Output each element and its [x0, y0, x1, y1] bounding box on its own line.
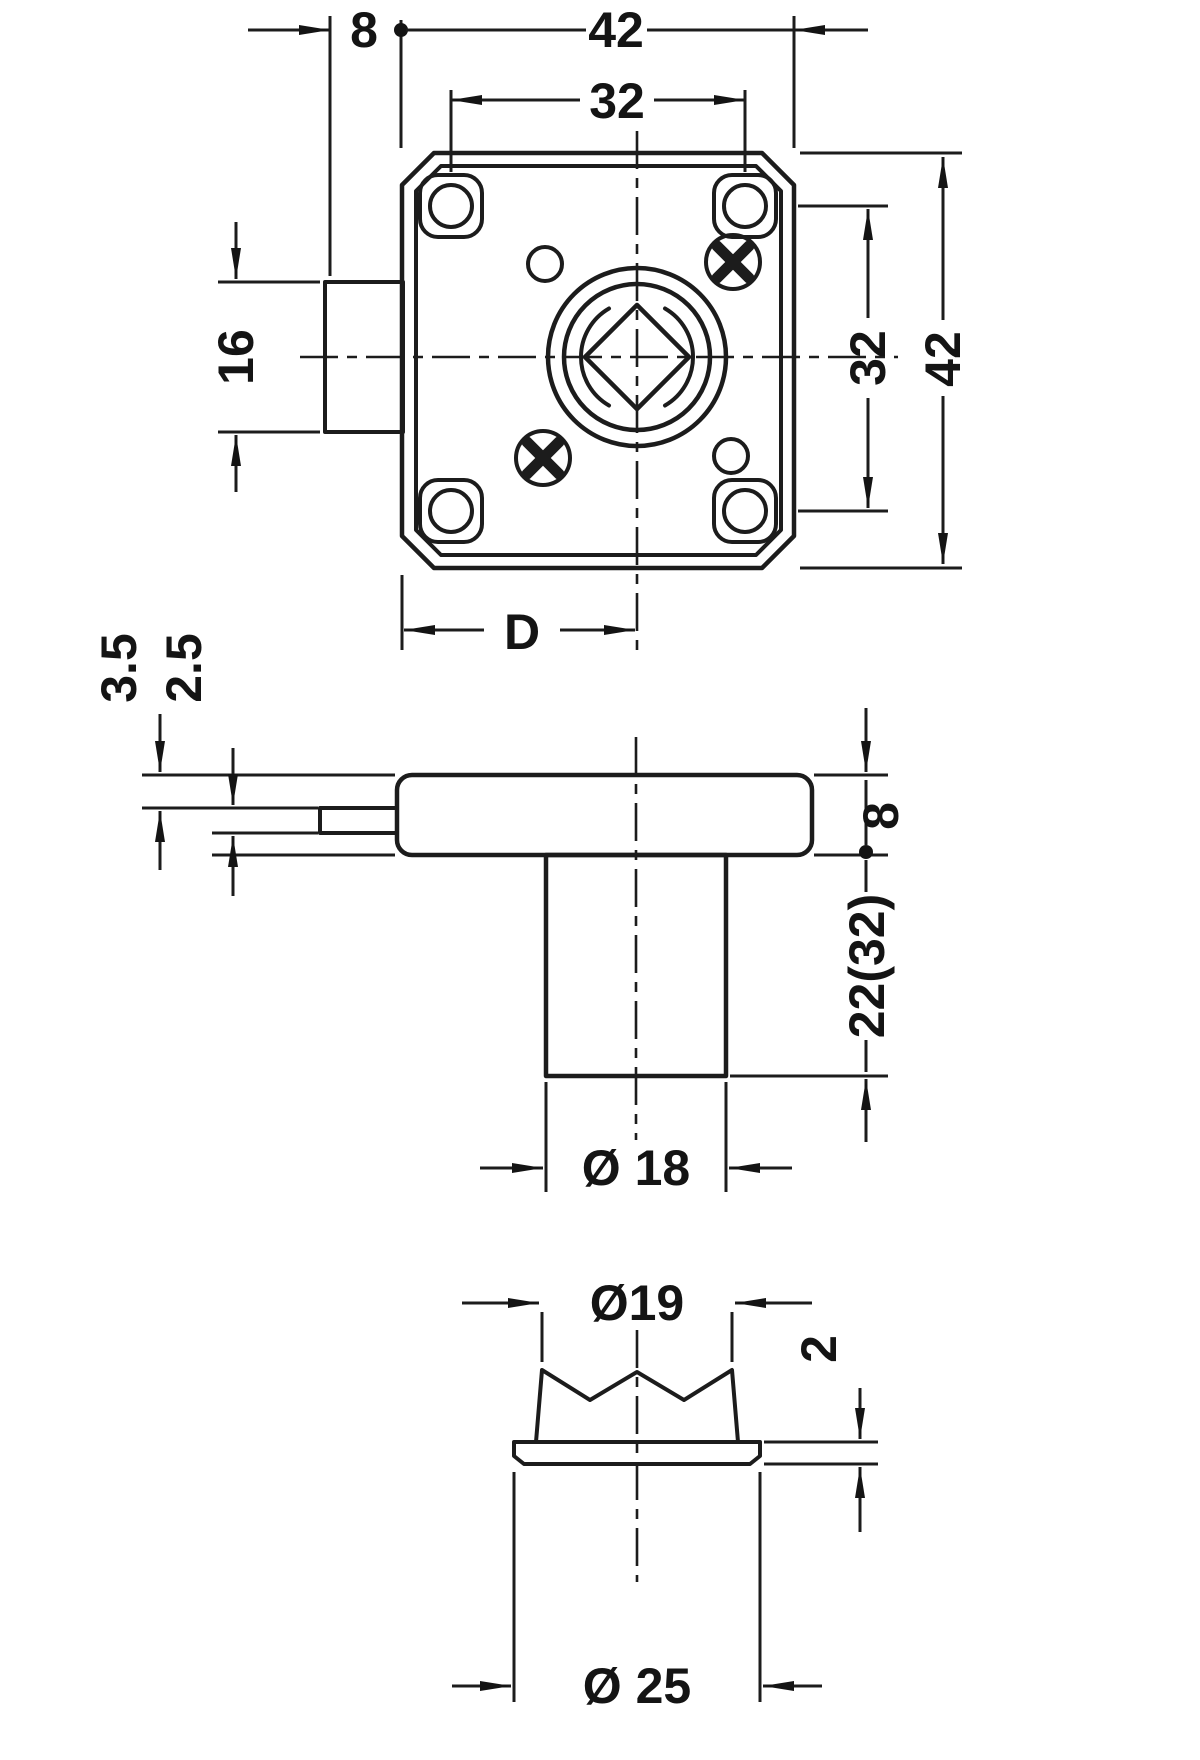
- cylinder-ring-arc: [663, 306, 695, 408]
- dim-3-5-label: 3.5: [91, 633, 147, 703]
- cylinder-ring-arc: [579, 306, 611, 408]
- screw-hole: [712, 437, 750, 475]
- dim-16: 16: [208, 222, 320, 492]
- dim-42-top: 42: [406, 2, 868, 148]
- dim-dia-25-label: Ø 25: [583, 1658, 691, 1714]
- sleeve-serrated-profile: [534, 1368, 740, 1444]
- dim-22-32: 22(32): [839, 860, 895, 1142]
- screw-hole: [526, 245, 564, 283]
- dim-32-top-label: 32: [589, 73, 645, 129]
- corner-hole: [428, 488, 474, 534]
- sleeve-section-view: Ø19 2 Ø 25: [452, 1275, 878, 1714]
- dim-dia-18: Ø 18: [480, 1140, 792, 1196]
- dim-3-5: 3.5: [91, 633, 165, 870]
- dim-dot: [859, 845, 873, 859]
- front-view: 8 42 32 16: [208, 2, 971, 660]
- dim-32-top: 32: [449, 73, 747, 172]
- corner-pad: [418, 173, 484, 239]
- dim-42-right-label: 42: [915, 331, 971, 387]
- dim-2-label: 2: [791, 1335, 847, 1363]
- dim-8-side: 8: [853, 708, 909, 859]
- dim-d-label: D: [504, 604, 540, 660]
- phillips-screw: [514, 429, 572, 487]
- corner-pad: [712, 478, 778, 544]
- screw-head: [704, 233, 762, 291]
- dim-dia-18-label: Ø 18: [582, 1140, 690, 1196]
- dim-2-5-label: 2.5: [156, 633, 212, 703]
- dim-32-right: 32: [798, 204, 896, 513]
- latch-bolt: [323, 280, 405, 434]
- side-extension-lines: [142, 773, 888, 1192]
- dim-32-right-label: 32: [840, 330, 896, 386]
- screw-cross-icon: [711, 240, 755, 284]
- cylinder-housing-side: [543, 852, 729, 1079]
- phillips-screw: [704, 233, 762, 291]
- dim-2-5: 2.5: [156, 633, 238, 896]
- dim-8-label: 8: [350, 2, 378, 58]
- corner-hole: [722, 183, 768, 229]
- sleeve-extension-lines: [512, 1312, 878, 1702]
- dim-2: 2: [791, 1335, 865, 1532]
- cylinder-inner: [561, 281, 713, 433]
- dim-22-32-label: 22(32): [839, 894, 895, 1039]
- dim-16-label: 16: [208, 329, 264, 385]
- dim-42-right: 42: [800, 151, 971, 570]
- lock-body-outer-outline: [399, 150, 797, 571]
- screw-head: [514, 429, 572, 487]
- dim-dia-19-label: Ø19: [590, 1275, 685, 1331]
- corner-fixing-holes: [418, 173, 778, 544]
- square-spindle-hole: [582, 302, 692, 412]
- screw-cross-icon: [521, 436, 565, 480]
- side-view: 3.5 2.5 8 22(32) Ø 18: [91, 633, 909, 1196]
- dim-42-top-label: 42: [588, 2, 644, 58]
- lock-cylinder: [545, 265, 729, 449]
- corner-pad: [418, 478, 484, 544]
- dim-backset-d: D: [400, 575, 635, 660]
- dim-8-side-label: 8: [853, 802, 909, 830]
- corner-hole: [428, 183, 474, 229]
- dim-dia-25: Ø 25: [452, 1658, 822, 1714]
- dim-8-front: 8: [248, 2, 408, 276]
- cylinder-outer: [545, 265, 729, 449]
- latch-bolt-side: [318, 806, 399, 835]
- corner-hole: [722, 488, 768, 534]
- lock-plate-side: [394, 772, 815, 858]
- sleeve-flange: [512, 1440, 762, 1466]
- dim-dot: [394, 23, 408, 37]
- dim-dia-19: Ø19: [462, 1275, 812, 1331]
